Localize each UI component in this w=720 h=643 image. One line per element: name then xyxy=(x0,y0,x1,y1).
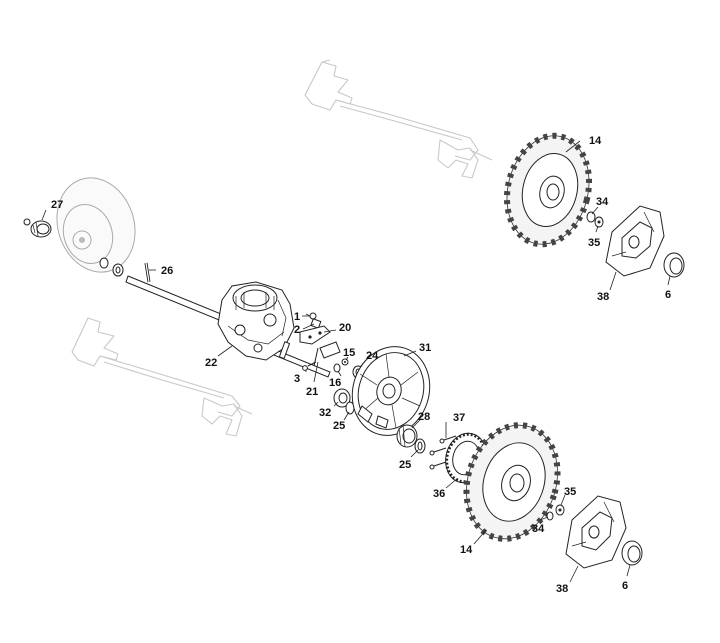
ghost-rear-frame-top xyxy=(304,59,493,179)
callout-31: 31 xyxy=(419,342,431,354)
callout-27: 27 xyxy=(51,199,63,211)
callout-28: 28 xyxy=(418,411,430,423)
cap-6-front xyxy=(621,540,643,566)
callout-25-left: 25 xyxy=(333,420,345,432)
cap-6-rear xyxy=(663,252,685,278)
callout-38-rear: 38 xyxy=(597,291,609,303)
callout-25-right: 25 xyxy=(399,459,411,471)
callout-2: 2 xyxy=(294,324,300,336)
callout-24: 24 xyxy=(366,350,379,362)
hubcap-38-rear xyxy=(605,205,665,277)
callout-14-front-wheel: 14 xyxy=(460,544,473,556)
callout-6-front: 6 xyxy=(622,580,628,592)
callout-22: 22 xyxy=(205,357,217,369)
bracket-20-and-screws xyxy=(299,312,341,371)
callout-35-front: 35 xyxy=(564,486,576,498)
callout-26: 26 xyxy=(161,265,173,277)
callout-numbers: 14 34 35 38 6 27 26 22 1 2 20 3 21 15 16… xyxy=(51,135,671,595)
callout-20: 20 xyxy=(339,322,351,334)
wheel-14-rear xyxy=(503,132,593,248)
callout-38-front: 38 xyxy=(556,583,568,595)
ghost-front-frame-bottom xyxy=(71,317,253,437)
callout-6-rear: 6 xyxy=(665,289,671,301)
callout-3: 3 xyxy=(294,373,300,385)
washers-left xyxy=(99,257,124,277)
hubcap-38-front xyxy=(565,495,627,569)
pinion-gear-27 xyxy=(23,218,52,238)
bushing-32-25 xyxy=(333,388,355,415)
callout-35-rear: 35 xyxy=(588,237,600,249)
callout-1: 1 xyxy=(294,311,300,323)
callout-15: 15 xyxy=(343,347,355,359)
callout-34-front: 34 xyxy=(532,523,545,535)
left-cover-disc xyxy=(56,177,136,273)
wheel-14-front xyxy=(463,422,561,542)
washer-nut-rear xyxy=(586,211,604,228)
screws-37 xyxy=(429,435,457,470)
callout-32: 32 xyxy=(319,407,331,419)
callout-21: 21 xyxy=(306,386,318,398)
pin-26 xyxy=(144,262,151,283)
washer-nut-front xyxy=(546,504,565,521)
callout-14-rear-wheel: 14 xyxy=(589,135,602,147)
leader-lines xyxy=(41,140,671,583)
callout-16: 16 xyxy=(329,377,341,389)
callout-37: 37 xyxy=(453,412,465,424)
gearbox-22 xyxy=(217,281,295,361)
callout-34-rear: 34 xyxy=(596,196,609,208)
callout-36: 36 xyxy=(433,488,445,500)
pinion-28 xyxy=(396,424,426,454)
hub-cover-31 xyxy=(351,346,431,436)
